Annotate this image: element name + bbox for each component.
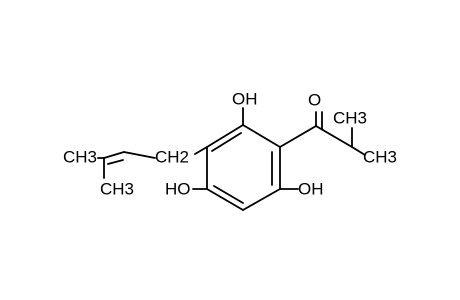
ring-double-bond-inner-2 [213, 185, 244, 204]
benzene-ring [206, 124, 281, 211]
bond-ch-c-double [103, 151, 125, 159]
ring-bond-c4-c5 [206, 188, 244, 211]
ring-bond-c3-c4 [242, 188, 281, 211]
bond-carbonyl-ch [315, 125, 353, 148]
ring-bond-c6-c1 [206, 124, 244, 148]
oh-right-label: OH [298, 179, 324, 198]
ch3-prenyl-down-label: CH3 [100, 179, 134, 198]
carbonyl-o-label: O [308, 90, 321, 109]
oh-top-label: OH [232, 89, 258, 108]
bond-ring-ch2 [194, 146, 208, 155]
bond-ch-ch3-right [351, 146, 366, 156]
ring-double-bond-inner-3 [211, 132, 242, 152]
bond-ch-c-double-2 [107, 159, 124, 165]
bond-ch2-ch [123, 151, 156, 159]
ch3-acyl-right-label: CH3 [363, 147, 397, 166]
bond-ring-carbonyl [279, 125, 317, 148]
ch3-prenyl-left-label: CH3 [63, 147, 97, 166]
substituents [97, 107, 366, 190]
ring-bond-c1-c2 [242, 124, 281, 148]
ho-left-label: HO [165, 179, 191, 198]
ch2-label: CH2 [155, 147, 189, 166]
ch3-acyl-top-label: CH3 [333, 108, 367, 127]
atom-labels: OH OH HO O CH3 CH3 CH2 CH3 CH3 [63, 89, 397, 198]
